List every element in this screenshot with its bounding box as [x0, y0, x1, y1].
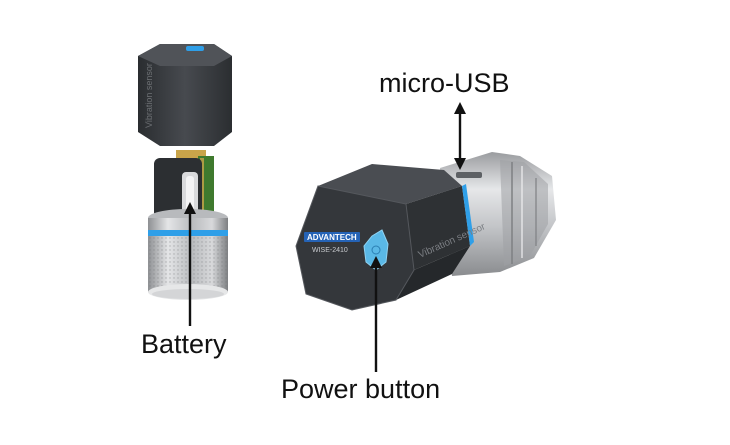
micro-usb-label: micro-USB: [379, 68, 510, 98]
battery-pointer: [184, 202, 196, 326]
model-text: WISE-2410: [312, 247, 348, 254]
micro-usb-pointer: [454, 102, 466, 170]
brand-badge: [304, 232, 360, 242]
cap-side-text: Vibration sensor: [144, 63, 154, 128]
cap-led: [186, 46, 204, 51]
power-button-label: Power button: [281, 374, 441, 404]
brand-text: ADVANTECH: [307, 233, 357, 242]
power-icon: [371, 245, 381, 255]
battery: [154, 158, 202, 218]
battery-label: Battery: [141, 329, 227, 359]
exploded-sensor: Vibration sensor: [138, 44, 232, 326]
base-led-ring: [148, 230, 228, 236]
base-body: [148, 209, 228, 300]
power-button-pointer: [370, 256, 382, 372]
top-cap: Vibration sensor: [138, 44, 232, 146]
assembled-sensor: ADVANTECH WISE-2410 Vibration sensor: [295, 102, 556, 372]
usb-port: [456, 172, 482, 178]
hex-cap: ADVANTECH WISE-2410 Vibration sensor: [295, 164, 488, 311]
